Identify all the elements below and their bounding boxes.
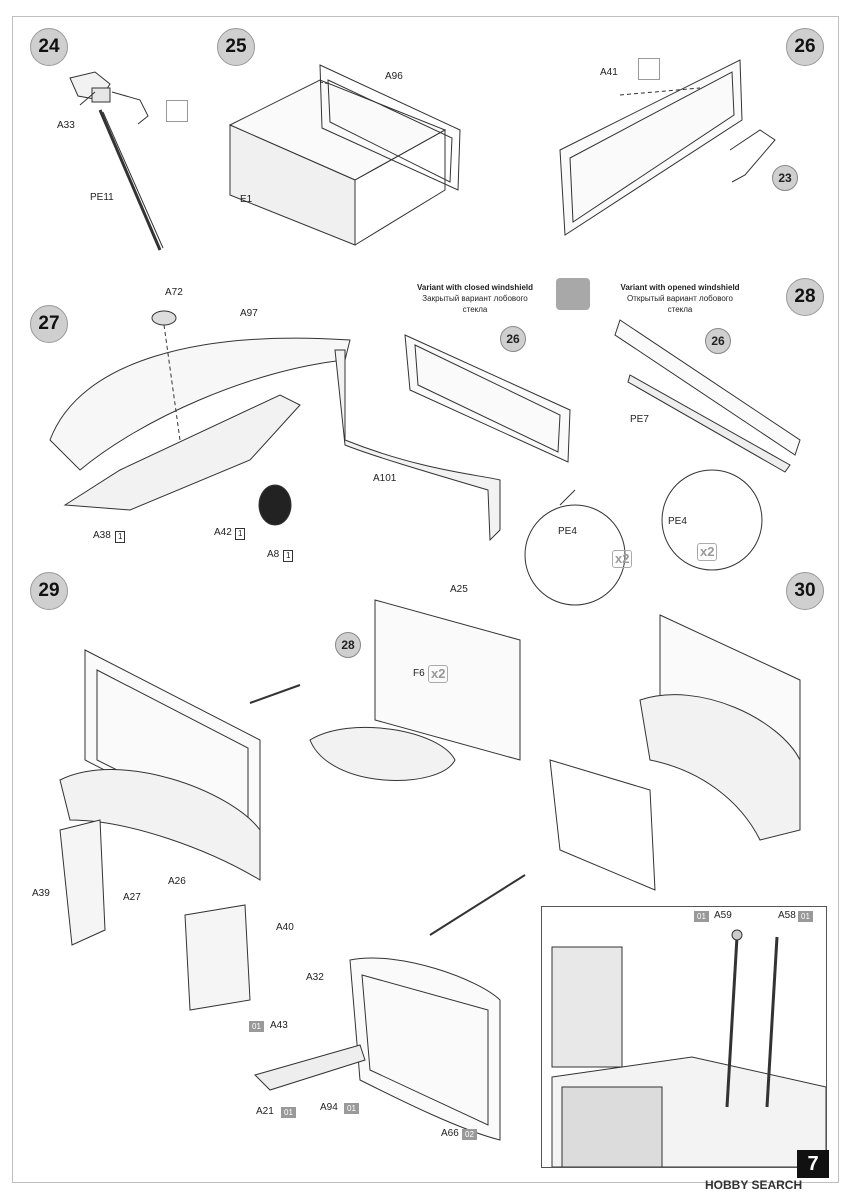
paint-a94: 01 [344, 1103, 359, 1114]
x2-pe4-closed: x2 [612, 550, 633, 568]
label-a59: A59 [714, 910, 732, 921]
step31-art [551, 929, 826, 1167]
x2-pe4-opened: x2 [697, 543, 718, 561]
variant-opened-heading: Variant with opened windshield Открытый … [615, 282, 745, 315]
label-a72: A72 [165, 287, 183, 298]
label-a101: A101 [373, 473, 397, 484]
step-number-24: 24 [30, 28, 68, 66]
sub-badge-23: 23 [772, 165, 798, 191]
variant-closed-ru: Закрытый вариант лобового стекла [422, 294, 528, 314]
label-a42: A42 [214, 527, 232, 538]
label-a25: A25 [450, 584, 468, 595]
glue-icon [638, 58, 660, 80]
variant-opened-en: Variant with opened windshield [620, 283, 740, 292]
qty-a38: 1 [115, 531, 126, 543]
variant-opened-ru: Открытый вариант лобового стекла [626, 294, 733, 314]
step26-art [559, 59, 776, 236]
label-e1: E1 [240, 194, 253, 205]
label-a94: A94 [320, 1102, 338, 1113]
middle-assembly-art [309, 599, 521, 781]
step30-art [429, 614, 801, 936]
label-a40: A40 [276, 922, 294, 933]
page-frame [12, 16, 839, 1183]
page-number: 7 [797, 1150, 829, 1178]
swap-variant-icon [556, 278, 590, 310]
step29-art [59, 649, 301, 1011]
step-number-25: 25 [217, 28, 255, 66]
sub-badge-26-closed: 26 [500, 326, 526, 352]
label-a33: A33 [57, 120, 75, 131]
closed-variant-art [334, 334, 626, 606]
label-a27: A27 [123, 892, 141, 903]
step-number-27: 27 [30, 305, 68, 343]
glue-icon [166, 100, 188, 122]
qty-a42: 1 [235, 528, 246, 540]
label-pe4-opened: PE4 [668, 516, 687, 527]
label-pe11: PE11 [90, 192, 114, 203]
label-a38: A38 [93, 530, 111, 541]
label-a41: A41 [600, 67, 618, 78]
sub-badge-26-opened: 26 [705, 328, 731, 354]
step31-detail-box: 01 A59 A58 01 [541, 906, 827, 1168]
qty-a8: 1 [283, 550, 294, 562]
paint-a66: 02 [462, 1129, 477, 1140]
sub-badge-28: 28 [335, 632, 361, 658]
step-number-29: 29 [30, 572, 68, 610]
paint-a21: 01 [281, 1107, 296, 1118]
step24-art [69, 71, 164, 251]
watermark: HOBBY SEARCH [705, 1178, 803, 1192]
radiator-shell-art [254, 957, 501, 1141]
x2-f6: x2 [428, 665, 449, 683]
label-f6: F6 [413, 668, 425, 679]
step27-art [49, 310, 351, 526]
label-pe4-closed: PE4 [558, 526, 577, 537]
label-a96: A96 [385, 71, 403, 82]
label-a26: A26 [168, 876, 186, 887]
paint-a58: 01 [798, 911, 813, 922]
label-a32: A32 [306, 972, 324, 983]
label-a39: A39 [32, 888, 50, 899]
label-a58: A58 [778, 910, 796, 921]
label-a66: A66 [441, 1128, 459, 1139]
paint-a59: 01 [694, 911, 709, 922]
paint-a43: 01 [249, 1021, 264, 1032]
label-a43: A43 [270, 1020, 288, 1031]
opened-variant-art [614, 319, 801, 571]
label-a21: A21 [256, 1106, 274, 1117]
variant-closed-heading: Variant with closed windshield Закрытый … [410, 282, 540, 315]
label-a8: A8 [267, 549, 280, 560]
step-number-30: 30 [786, 572, 824, 610]
variant-closed-en: Variant with closed windshield [416, 283, 534, 292]
label-a97: A97 [240, 308, 258, 319]
step25-art [228, 64, 461, 246]
label-pe7: PE7 [630, 414, 649, 425]
step-number-28: 28 [786, 278, 824, 316]
step-number-26: 26 [786, 28, 824, 66]
